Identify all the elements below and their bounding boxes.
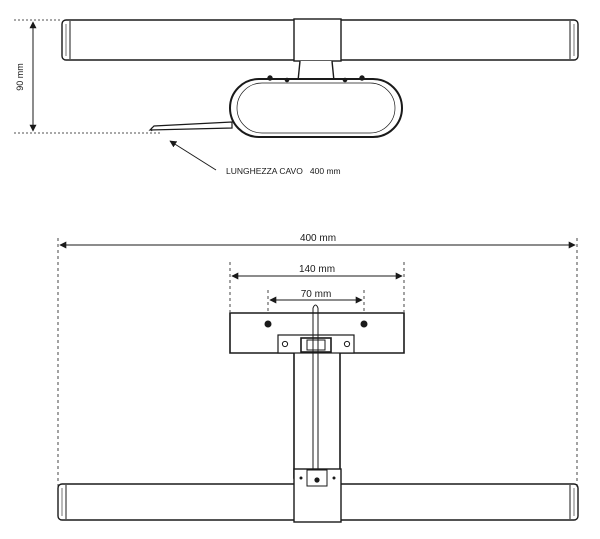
plate-width-label: 140 mm: [299, 264, 335, 275]
total-width-label: 400 mm: [300, 233, 336, 244]
mounting-hole-left: [264, 320, 272, 328]
height-dimension: [14, 19, 160, 134]
side-view: [14, 18, 579, 171]
cable-length-label: LUNGHEZZA CAVO 400 mm: [226, 166, 341, 176]
power-cable: [148, 121, 233, 132]
plate-width-dimension: [229, 262, 405, 312]
tube-clamp: [293, 18, 342, 62]
hole-spacing-label: 70 mm: [301, 289, 332, 300]
cable-bracket: [277, 334, 355, 354]
total-width-dimension: [57, 238, 578, 488]
mounting-hole-right: [360, 320, 368, 328]
height-label: 90 mm: [15, 63, 25, 91]
cable-channel: [312, 304, 319, 470]
mounting-body: [229, 75, 403, 138]
tube-clamp-front: [293, 468, 342, 523]
cable-pointer-arrow: [169, 140, 217, 171]
rear-view: [57, 238, 579, 523]
